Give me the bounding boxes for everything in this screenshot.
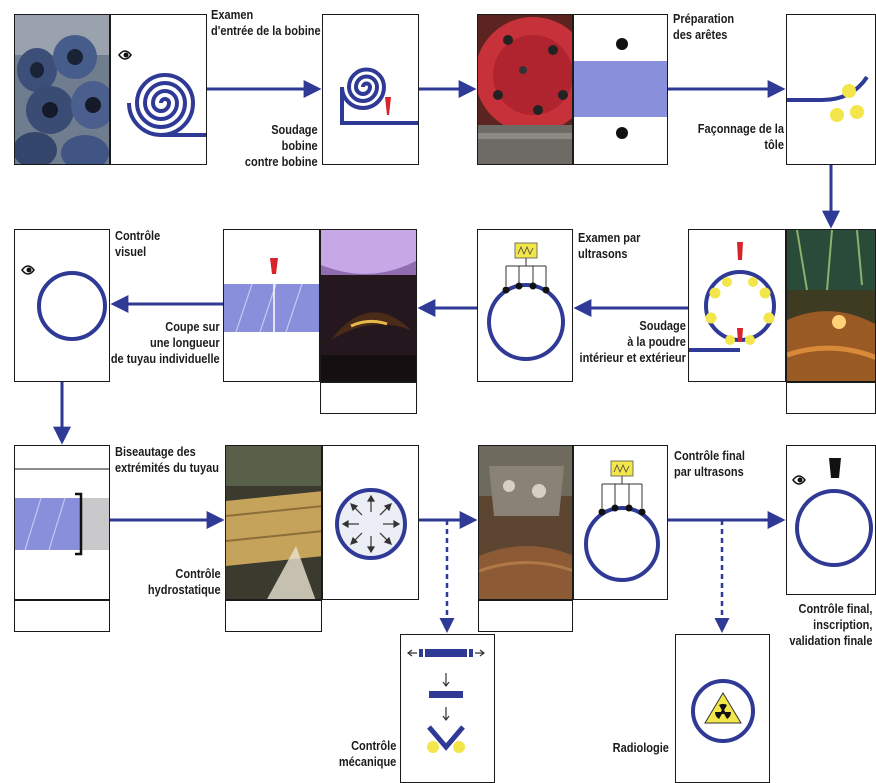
- radiation-symbol-icon: [675, 634, 770, 783]
- coil-weld-icon: [322, 14, 419, 165]
- plate-edge-icon: [573, 14, 668, 165]
- eye-icon: [21, 265, 35, 275]
- label-radiologie: Radiologie: [612, 741, 669, 755]
- final-ultrasonic-ring-icon: [573, 445, 668, 600]
- welding-photo: [786, 229, 876, 382]
- welding-photo-caption: [786, 382, 876, 414]
- coil-photo: [14, 14, 110, 165]
- pressure-ring-icon: [322, 445, 419, 600]
- final-ultrasonic-caption: [478, 600, 573, 632]
- mechanical-test-icons: [400, 634, 495, 783]
- label-controle-final-inscription: Contrôle final,inscription,validation fi…: [788, 602, 872, 648]
- submerged-arc-weld-ring-icon: [688, 229, 786, 382]
- eye-icon: [792, 475, 806, 485]
- final-ultrasonic-photo: [478, 445, 573, 600]
- spiral-coil-icon: [110, 14, 207, 165]
- edge-milling-photo: [477, 14, 573, 165]
- ultrasonic-probe-ring-icon: [477, 229, 573, 382]
- cutting-photo-caption: [320, 382, 417, 414]
- final-marking-ring-icon: [786, 445, 876, 595]
- bevel-pipe-caption: [14, 600, 110, 632]
- visual-inspection-ring-icon: [14, 229, 110, 382]
- forming-rollers-icon: [786, 14, 876, 165]
- eye-icon: [118, 50, 132, 60]
- cutting-photo: [320, 229, 417, 382]
- bevel-pipe-icon: [14, 445, 110, 600]
- cut-pipe-icon: [223, 229, 320, 382]
- hydrostatic-test-photo: [225, 445, 322, 600]
- hydrostatic-test-caption: [225, 600, 322, 632]
